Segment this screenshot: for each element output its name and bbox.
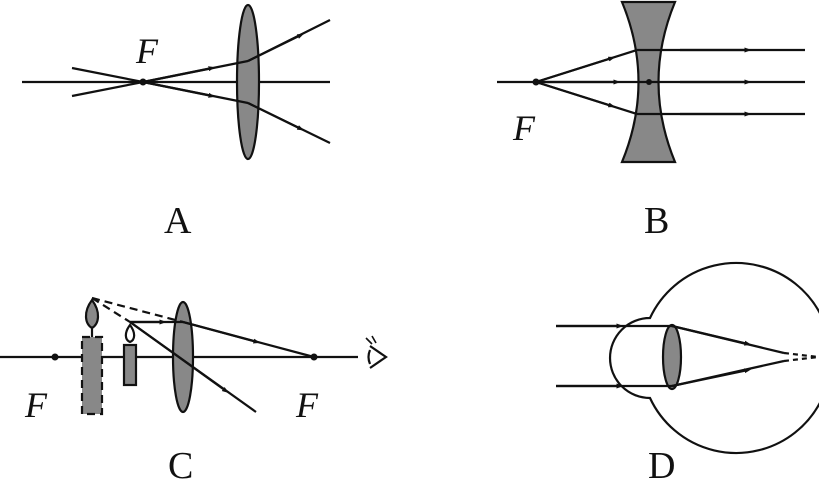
panel-c-focal-label-right: F: [295, 385, 319, 425]
panel-d-caption: D: [648, 445, 675, 482]
panel-d: [556, 261, 819, 455]
panel-d-arrow-3: [671, 324, 752, 346]
panel-d-dashed-lower: [783, 355, 819, 363]
panel-b-arrow-2: [535, 80, 616, 108]
panel-b-focal-label: F: [512, 108, 536, 148]
panel-d-crystalline-lens: [661, 323, 683, 391]
panel-c-focal-point-left: [51, 353, 59, 361]
panel-a-focal-point: [139, 78, 147, 86]
panel-b-arrow-1: [535, 56, 616, 84]
panel-a-ray-lower-in: [71, 80, 144, 98]
panel-c-object-flame: [124, 323, 136, 344]
panel-c-arrow-1: [182, 320, 261, 344]
panel-c-virtual-flame: [84, 298, 100, 330]
panel-a-caption: A: [164, 200, 192, 242]
panel-a-arrow-3: [247, 33, 305, 62]
panel-c-focal-label-left: F: [24, 385, 48, 425]
panel-c-arrow-2: [129, 321, 229, 394]
panel-b: [497, 0, 805, 164]
panel-d-eyeball: [608, 261, 819, 455]
panel-c-object-candle: [122, 343, 138, 387]
panel-c-virtual-candle: [80, 335, 104, 416]
panel-c-dashed-extension-lower: [91, 297, 131, 323]
panel-a-convex-lens: [235, 3, 261, 161]
panel-c-eye-icon: [365, 335, 388, 369]
panel-a-arrow-2: [142, 80, 216, 98]
panel-a: [22, 3, 331, 161]
panel-c-convex-lens: [171, 300, 195, 414]
panel-c: [0, 296, 388, 416]
panel-b-focal-point: [532, 78, 540, 86]
panel-a-ray-upper-in: [71, 66, 144, 84]
panel-a-arrow-4: [247, 102, 305, 131]
panel-a-focal-label: F: [135, 31, 159, 71]
panel-b-optical-center: [646, 79, 652, 85]
panel-a-arrow-1: [142, 66, 216, 84]
panel-d-arrow-4: [671, 368, 752, 388]
panel-d-dashed-upper: [783, 351, 819, 359]
panel-c-dashed-extension-upper: [91, 296, 184, 324]
panel-c-caption: C: [168, 445, 193, 482]
panel-c-focal-point-right: [310, 353, 318, 361]
panel-b-caption: B: [644, 200, 669, 242]
